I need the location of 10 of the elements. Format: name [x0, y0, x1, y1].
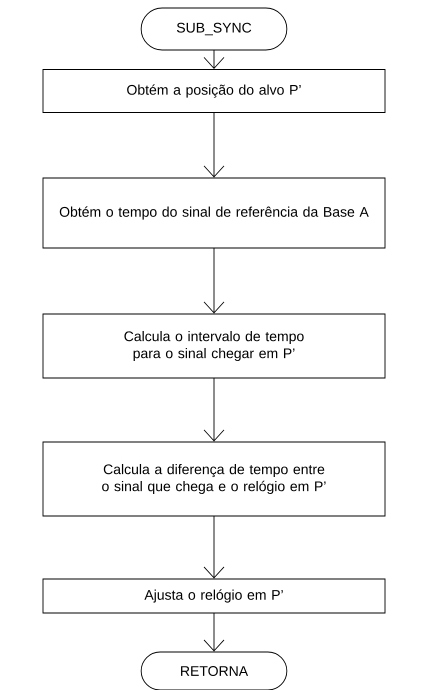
process-box: Obtém o tempo do sinal de referência da Base A [42, 178, 386, 248]
arrow [204, 378, 224, 442]
arrow [204, 613, 224, 652]
process-box: Calcula a diferença de tempo entre o sinal que chega e o relógio em P’ [42, 442, 386, 516]
process-box: Calcula o intervalo de tempo para o sinal chegar em P’ [42, 314, 386, 378]
arrow [204, 248, 224, 314]
process-box: Obtém a posição do alvo P’ [42, 69, 386, 113]
arrow [204, 516, 224, 579]
arrow [204, 112, 224, 178]
process-box: Ajusta o relógio em P’ [42, 578, 386, 614]
